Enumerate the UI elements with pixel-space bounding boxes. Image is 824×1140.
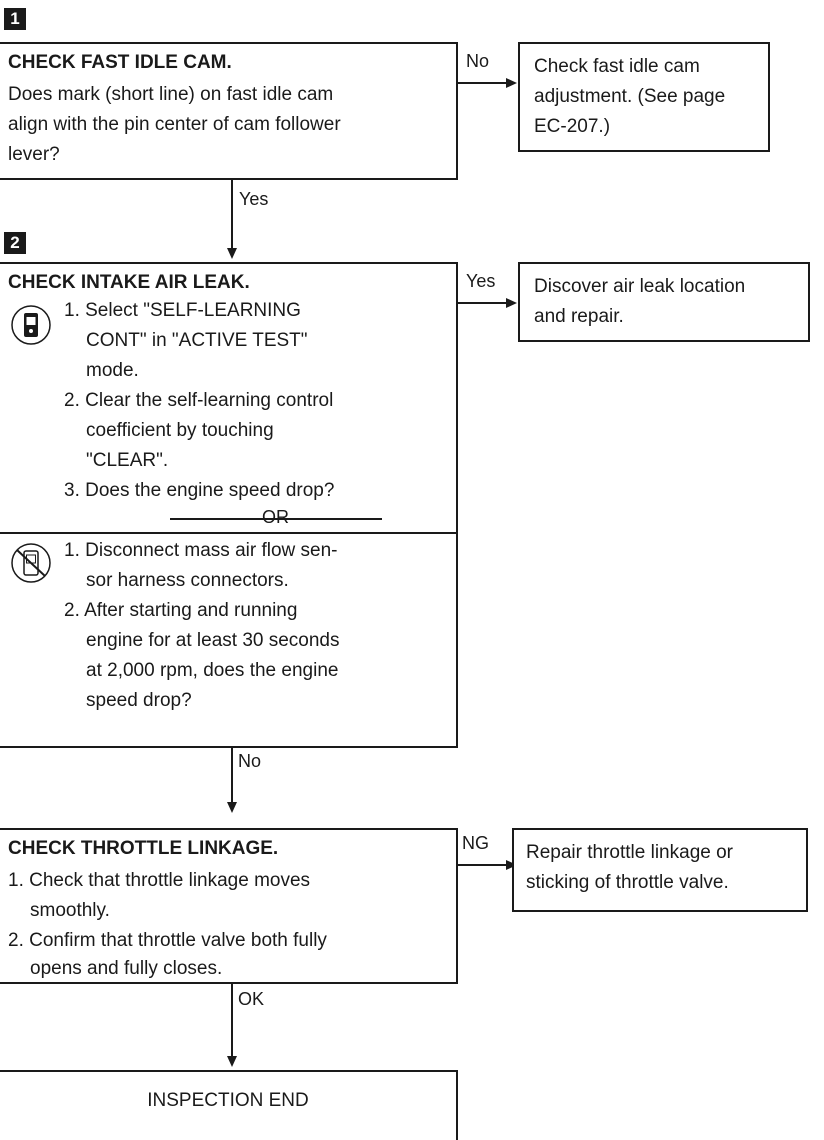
box1-no-arrowhead xyxy=(506,78,517,88)
no-consult-tester-icon xyxy=(11,543,51,583)
box3-ok-label: OK xyxy=(238,988,265,1010)
without-consult-line-5: at 2,000 rpm, does the engine xyxy=(86,660,339,681)
consult-tester-icon xyxy=(11,305,51,345)
box1-no-connector xyxy=(458,82,508,84)
box3-ng-line-1: Repair throttle linkage or xyxy=(526,842,733,863)
check-intake-air-leak-box: CHECK INTAKE AIR LEAK. 1. Select "SELF-L… xyxy=(0,262,458,748)
box2-yes-line-2: and repair. xyxy=(534,306,624,327)
box1-line-1: Does mark (short line) on fast idle cam xyxy=(8,84,334,105)
box3-line-3: 2. Confirm that throttle valve both full… xyxy=(8,930,327,951)
box2-no-label: No xyxy=(238,750,262,772)
box1-yes-arrowhead xyxy=(227,248,237,259)
with-consult-line-7: 3. Does the engine speed drop? xyxy=(64,480,335,501)
without-consult-line-1: 1. Disconnect mass air flow sen- xyxy=(64,540,338,561)
box3-ok-arrowhead xyxy=(227,1056,237,1067)
check-throttle-linkage-box: CHECK THROTTLE LINKAGE. 1. Check that th… xyxy=(0,828,458,984)
inspection-end-label: INSPECTION END xyxy=(147,1090,309,1111)
with-consult-line-4: 2. Clear the self-learning control xyxy=(64,390,334,411)
box3-ng-line-2: sticking of throttle valve. xyxy=(526,872,729,893)
step-2-badge: 2 xyxy=(4,232,26,254)
box3-line-4: opens and fully closes. xyxy=(30,958,223,979)
box3-line-2: smoothly. xyxy=(30,900,110,921)
box2-yes-connector xyxy=(458,302,508,304)
box3-title: CHECK THROTTLE LINKAGE. xyxy=(8,838,279,859)
box2-yes-label: Yes xyxy=(466,270,496,292)
with-consult-line-3: mode. xyxy=(86,360,139,381)
or-divider-left xyxy=(0,532,456,534)
without-consult-line-6: speed drop? xyxy=(86,690,192,711)
box1-line-2: align with the pin center of cam followe… xyxy=(8,114,341,135)
inspection-end-box: INSPECTION END xyxy=(0,1070,458,1140)
box1-no-label: No xyxy=(466,50,490,72)
check-cam-adjustment-box: Check fast idle cam adjustment. (See pag… xyxy=(518,42,770,152)
box2-yes-line-1: Discover air leak location xyxy=(534,276,746,297)
discover-air-leak-box: Discover air leak location and repair. xyxy=(518,262,810,342)
box3-line-1: 1. Check that throttle linkage moves xyxy=(8,870,311,891)
box1-yes-label: Yes xyxy=(239,188,269,210)
box1-yes-connector xyxy=(231,180,233,250)
with-consult-line-6: "CLEAR". xyxy=(86,450,169,471)
repair-throttle-box: Repair throttle linkage or sticking of t… xyxy=(512,828,808,912)
with-consult-line-5: coefficient by touching xyxy=(86,420,274,441)
box1-line-3: lever? xyxy=(8,144,60,165)
or-label: OR xyxy=(256,506,295,528)
box3-ng-label: NG xyxy=(462,832,489,854)
box3-ng-arrowhead xyxy=(506,860,517,870)
box1-no-line-3: EC-207.) xyxy=(534,116,611,137)
step-1-badge: 1 xyxy=(4,8,26,30)
box1-no-line-1: Check fast idle cam xyxy=(534,56,700,77)
box2-no-arrowhead xyxy=(227,802,237,813)
without-consult-line-2: sor harness connectors. xyxy=(86,570,289,591)
without-consult-line-3: 2. After starting and running xyxy=(64,600,298,621)
box1-title: CHECK FAST IDLE CAM. xyxy=(8,52,232,73)
with-consult-line-2: CONT" in "ACTIVE TEST" xyxy=(86,330,308,351)
box2-no-connector xyxy=(231,748,233,804)
with-consult-line-1: 1. Select "SELF-LEARNING xyxy=(64,300,301,321)
box3-ok-connector xyxy=(231,984,233,1058)
box1-no-line-2: adjustment. (See page xyxy=(534,86,726,107)
box2-title: CHECK INTAKE AIR LEAK. xyxy=(8,272,250,293)
box2-yes-arrowhead xyxy=(506,298,517,308)
or-rule xyxy=(170,518,382,520)
without-consult-line-4: engine for at least 30 seconds xyxy=(86,630,340,651)
check-fast-idle-cam-box: CHECK FAST IDLE CAM. Does mark (short li… xyxy=(0,42,458,180)
box3-ng-connector xyxy=(458,864,508,866)
